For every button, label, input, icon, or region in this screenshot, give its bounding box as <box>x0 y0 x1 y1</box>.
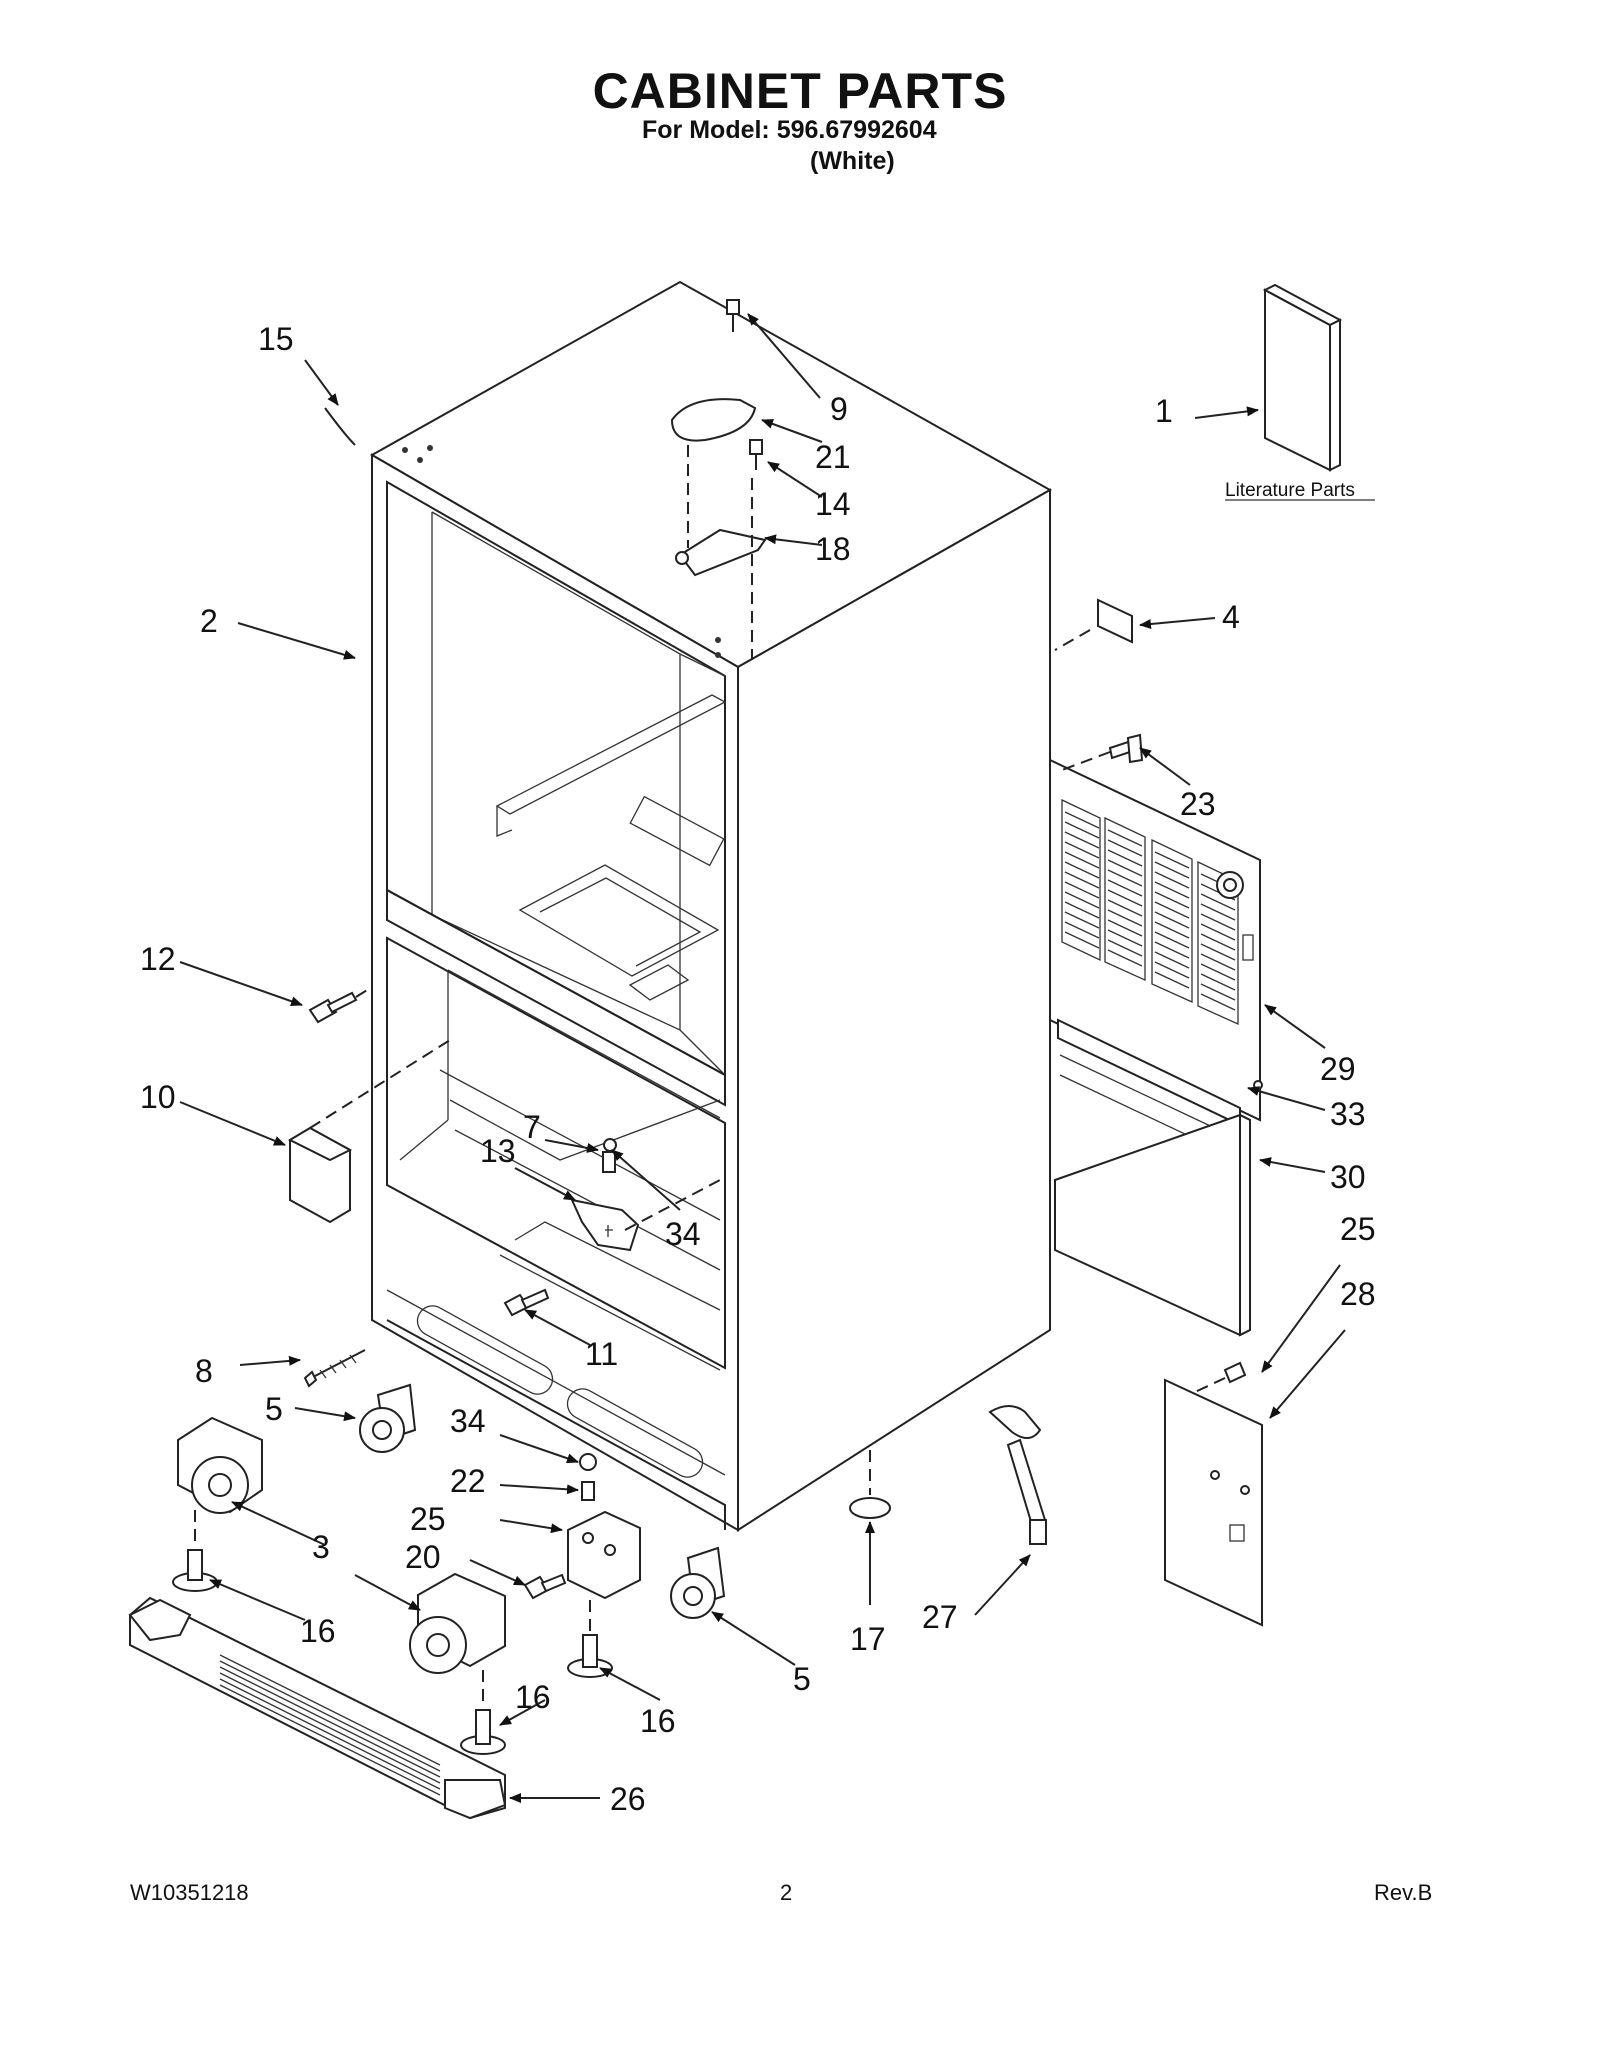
callout-29: 30 <box>1330 1159 1366 1195</box>
revision-label: Rev.B <box>1374 1880 1433 1905</box>
literature-parts-label: Literature Parts <box>1225 480 1355 501</box>
access-plate <box>1164 1361 1263 1627</box>
caster-wheel-right <box>670 1546 726 1619</box>
callout-3: 3 <box>312 1529 330 1565</box>
callout-11: 11 <box>585 1336 618 1372</box>
door-stop-handle <box>988 1405 1047 1545</box>
filter-cover <box>287 1039 451 1224</box>
caster-wheel-left <box>359 1383 417 1453</box>
leveling-leg-center <box>567 1600 613 1678</box>
literature-parts-book <box>1262 283 1343 472</box>
callout-13: 17 <box>850 1621 886 1657</box>
lower-hinge-plate <box>570 1138 721 1252</box>
warning-label <box>1097 598 1133 644</box>
roller-bracket-right <box>409 1572 506 1674</box>
screw-23 <box>581 1481 595 1501</box>
page-number: 2 <box>780 1880 793 1905</box>
long-bolt-8 <box>303 1349 366 1388</box>
callout-17: 15 <box>258 321 294 357</box>
callout-33: 33 <box>1330 1096 1366 1132</box>
callout-7: 7 <box>523 1109 541 1145</box>
rear-vent-panel <box>1049 758 1263 1122</box>
screw-20 <box>523 1573 567 1600</box>
callout-22: 26 <box>610 1781 646 1817</box>
callout-25-lower: 25 <box>1340 1211 1376 1247</box>
callout-21: 21 <box>815 439 851 475</box>
callout-16-center: 16 <box>640 1703 676 1739</box>
callout-34-lower: 34 <box>450 1403 486 1439</box>
callout-16-left: 16 <box>300 1613 336 1649</box>
callout-23: 22 <box>450 1463 486 1499</box>
callout-1: 1 <box>1155 393 1173 429</box>
callout-14: 14 <box>815 486 851 522</box>
screw-11 <box>503 1288 550 1317</box>
callout-2: 2 <box>200 603 218 639</box>
callout-16-front: 16 <box>515 1679 551 1715</box>
callout-5-left: 5 <box>265 1391 283 1427</box>
callout-18: 18 <box>815 531 851 567</box>
cabinet-illustration <box>369 280 1053 1532</box>
callout-15: 13 <box>480 1133 516 1169</box>
callout-10: 10 <box>140 1079 176 1115</box>
callout-25-upper: 23 <box>1180 786 1216 822</box>
hinge-bracket-26 <box>567 1510 641 1600</box>
callout-5-right: 5 <box>793 1661 811 1697</box>
callout-arrows <box>179 313 1346 1803</box>
model-number: For Model: 596.67992604 <box>642 116 937 144</box>
callout-34-upper: 34 <box>665 1216 701 1252</box>
screw-12 <box>308 986 373 1024</box>
plug-13 <box>849 1497 891 1519</box>
roller-bracket-left <box>177 1416 263 1545</box>
callout-26: 25 <box>410 1501 446 1537</box>
toe-grille <box>128 1596 507 1820</box>
callout-9: 9 <box>830 391 848 427</box>
callout-numbers: 15 2 9 21 14 18 1 4 23 29 33 30 25 28 12… <box>140 321 1376 1817</box>
screw-upper-panel <box>1061 733 1144 771</box>
leveling-leg-left <box>172 1549 218 1592</box>
callout-30: 27 <box>922 1599 958 1635</box>
callout-8: 8 <box>195 1353 213 1389</box>
callout-27: 28 <box>1340 1276 1376 1312</box>
callout-12: 12 <box>140 941 176 977</box>
page-title: CABINET PARTS <box>592 63 1008 119</box>
top-hinge-assembly <box>670 299 767 660</box>
callout-4: 4 <box>1222 599 1240 635</box>
document-number: W10351218 <box>130 1880 249 1905</box>
rear-panel-cover <box>1054 1113 1251 1337</box>
model-color: (White) <box>810 147 895 175</box>
callout-20: 20 <box>405 1539 441 1575</box>
callout-28: 29 <box>1320 1051 1356 1087</box>
hose-clip-17 <box>324 407 356 446</box>
washer-34-lower <box>579 1453 597 1471</box>
leveling-leg-front <box>460 1670 506 1755</box>
